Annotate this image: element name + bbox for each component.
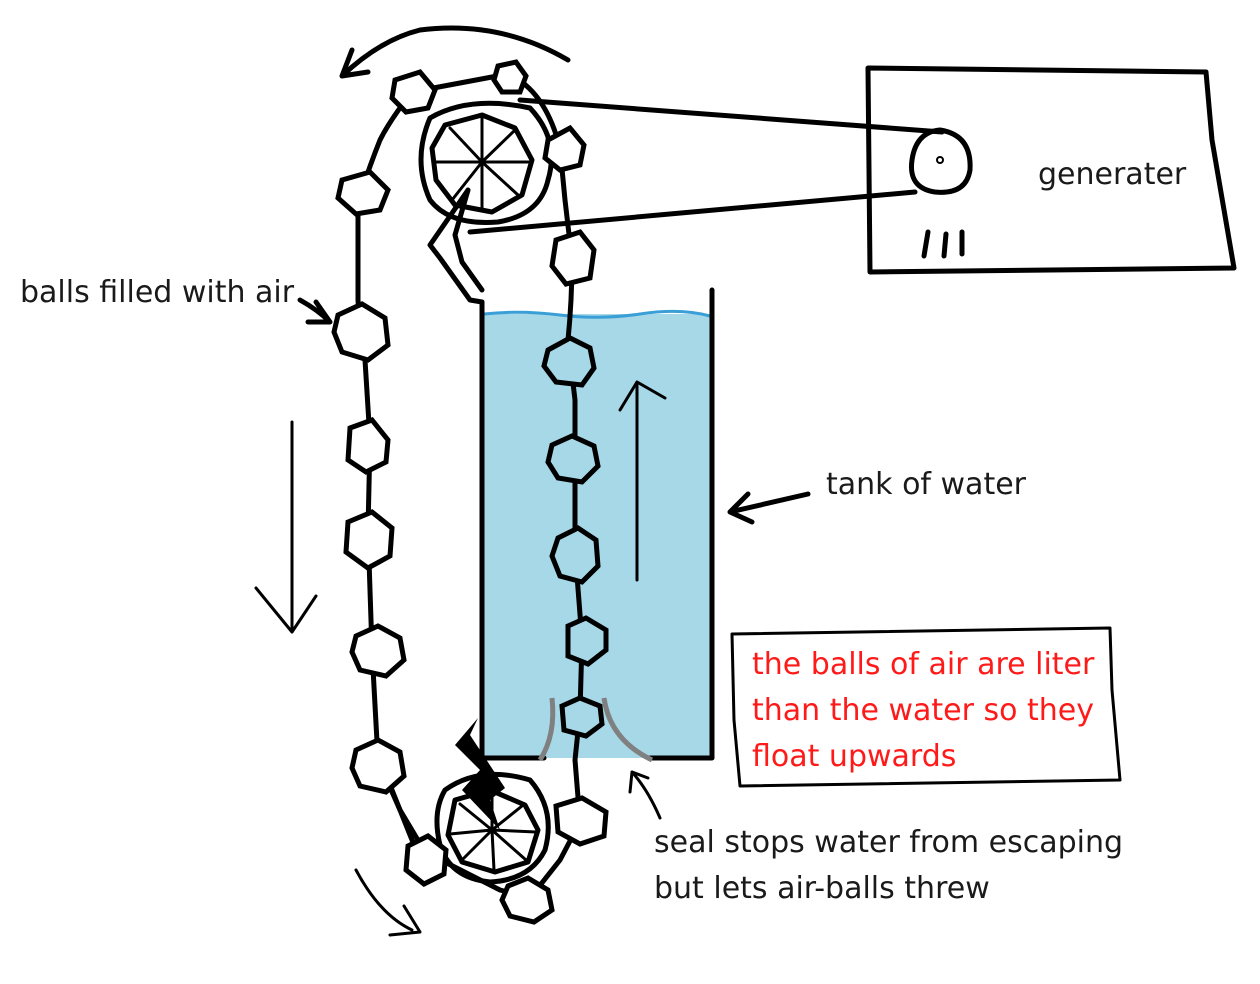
- balls-pointer-arrow: [297, 297, 333, 325]
- seal-left: [537, 697, 556, 762]
- seal-right: [601, 697, 654, 763]
- upper-wheel-assembly: [418, 100, 554, 305]
- tank-wall-right: [647, 287, 715, 761]
- seal-pointer-arrow: [628, 770, 662, 820]
- ball-right-7: [559, 695, 605, 739]
- pulley-icon: [908, 127, 973, 195]
- ball-right-2: [549, 229, 597, 287]
- water-surface: [483, 309, 711, 319]
- note-line-1: the balls of air are liter: [752, 647, 1095, 682]
- note-line-3: float upwards: [752, 739, 956, 774]
- top-rotation-arrow: [339, 25, 571, 79]
- shaft-dot: [936, 156, 944, 164]
- note-box: [730, 626, 1122, 788]
- ball-right-6: [565, 615, 609, 667]
- seal-line-1: seal stops water from escaping: [654, 825, 1123, 860]
- belt-bottom: [467, 189, 918, 235]
- generator-label: generater: [1038, 157, 1187, 192]
- ball-left-3: [345, 417, 391, 475]
- ball-right-1: [542, 124, 587, 173]
- ball-left-6: [349, 737, 407, 795]
- ball-left-1: [335, 169, 391, 217]
- upward-arrow: [618, 380, 667, 582]
- rotation-arrows: [254, 25, 571, 937]
- ball-right-3: [541, 335, 597, 388]
- ball-right-5: [549, 525, 601, 585]
- ball-bottom-left: [403, 833, 449, 887]
- tank-water: [482, 314, 712, 758]
- bottom-rotation-arrow: [354, 868, 422, 937]
- spoked-wheel-icon: [429, 112, 535, 215]
- spoked-wheel-icon: [445, 787, 541, 875]
- note-line-2: than the water so they: [752, 693, 1094, 728]
- lower-bracket: [455, 718, 505, 830]
- belt-top: [517, 97, 945, 135]
- generator-box: [865, 65, 1237, 275]
- ball-left-4: [343, 509, 395, 571]
- ball-left-5: [349, 623, 407, 679]
- ball-top-left: [389, 69, 438, 115]
- ball-left-2: [331, 301, 391, 363]
- tank-pointer-arrow: [727, 491, 811, 525]
- ball-top-right: [491, 59, 529, 95]
- upper-bracket: [427, 187, 485, 305]
- water-tank: [479, 287, 715, 763]
- tank-label: tank of water: [826, 467, 1027, 502]
- ball-bottom-right: [499, 875, 555, 925]
- generator-legs: [921, 229, 965, 259]
- annotations: balls filled with air tank of water the …: [20, 275, 1123, 906]
- balls-label: balls filled with air: [20, 275, 295, 310]
- ball-right-4: [545, 433, 601, 485]
- ball-right-8: [553, 795, 609, 847]
- seal-line-2: but lets air-balls threw: [654, 871, 990, 906]
- left-down-arrow: [254, 420, 318, 634]
- generator: generater: [467, 65, 1237, 275]
- upper-wheel-housing: [418, 100, 554, 226]
- air-balls: [331, 59, 609, 925]
